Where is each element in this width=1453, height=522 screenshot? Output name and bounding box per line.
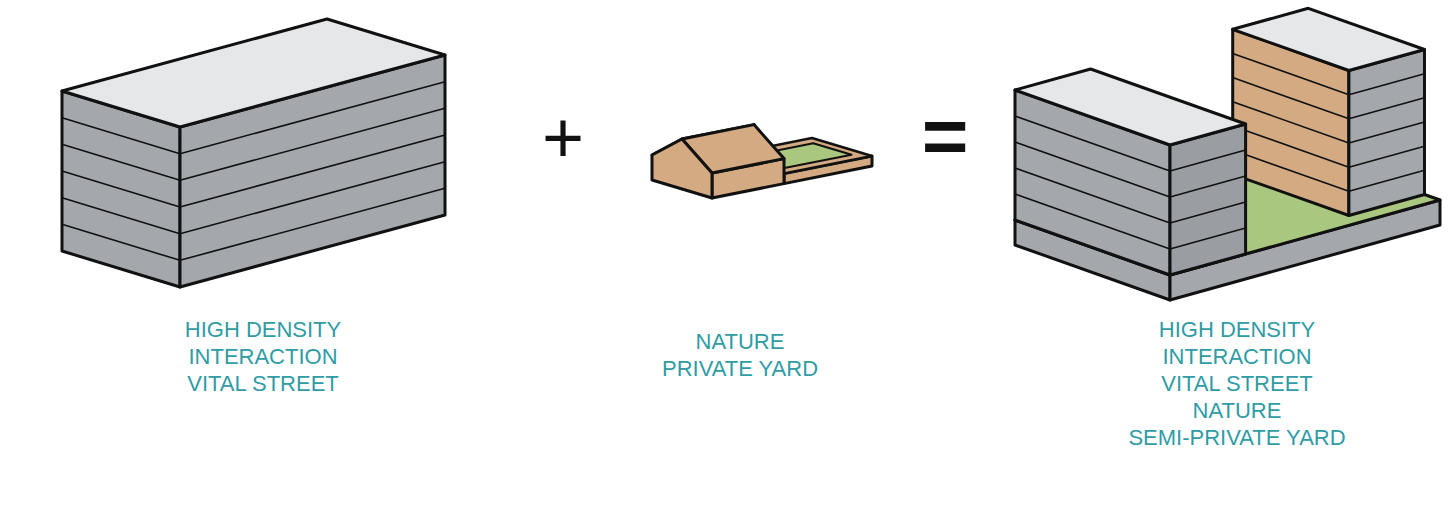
floor-line [1233,150,1349,191]
plus-sign: + [542,101,584,173]
caption-line: = [922,96,969,176]
apartment-block-roof [62,19,445,127]
floor-line [1015,142,1170,197]
caption-line: VITAL STREET [185,370,341,397]
floor-line [1015,168,1170,223]
floor-line [62,198,180,234]
floor-line [1170,228,1246,249]
caption: HIGH DENSITY INTERACTION VITAL STREET NA… [1128,316,1345,451]
caption-line: HIGH DENSITY [185,316,341,343]
floor-line [1170,202,1246,223]
floor-line [62,144,180,180]
caption-line: + [542,101,584,173]
floor-line [1233,126,1349,167]
floor-line [1170,176,1246,197]
floor-line [62,171,180,207]
floor-line [1015,194,1170,249]
caption: HIGH DENSITY INTERACTION VITAL STREET [185,316,341,397]
floor-line [1349,98,1425,119]
caption-line: NATURE [662,328,818,355]
equals-sign: = [922,96,969,176]
floor-line [1170,150,1246,171]
floor-line [1349,122,1425,143]
floor-line [1349,146,1425,167]
caption-line: VITAL STREET [1128,370,1345,397]
caption-line: SEMI-PRIVATE YARD [1128,424,1345,451]
floor-line [180,135,445,207]
tall-block-roof [1233,8,1425,70]
floor-line [1349,74,1425,95]
caption-line: INTERACTION [1128,343,1345,370]
floor-line [1349,170,1425,191]
caption-line: HIGH DENSITY [1128,316,1345,343]
caption: NATURE PRIVATE YARD [662,328,818,382]
floor-line [62,224,180,260]
house-gable [652,139,712,198]
floor-line [180,188,445,260]
caption-line: INTERACTION [185,343,341,370]
floor-line [180,162,445,234]
low-block-face [1170,124,1246,275]
floor-line [1233,102,1349,143]
floor-line [1233,78,1349,119]
tall-block-face [1349,50,1425,216]
floor-line [180,108,445,180]
caption-line: NATURE [1128,397,1345,424]
caption-line: PRIVATE YARD [662,355,818,382]
low-block-roof [1015,69,1246,145]
